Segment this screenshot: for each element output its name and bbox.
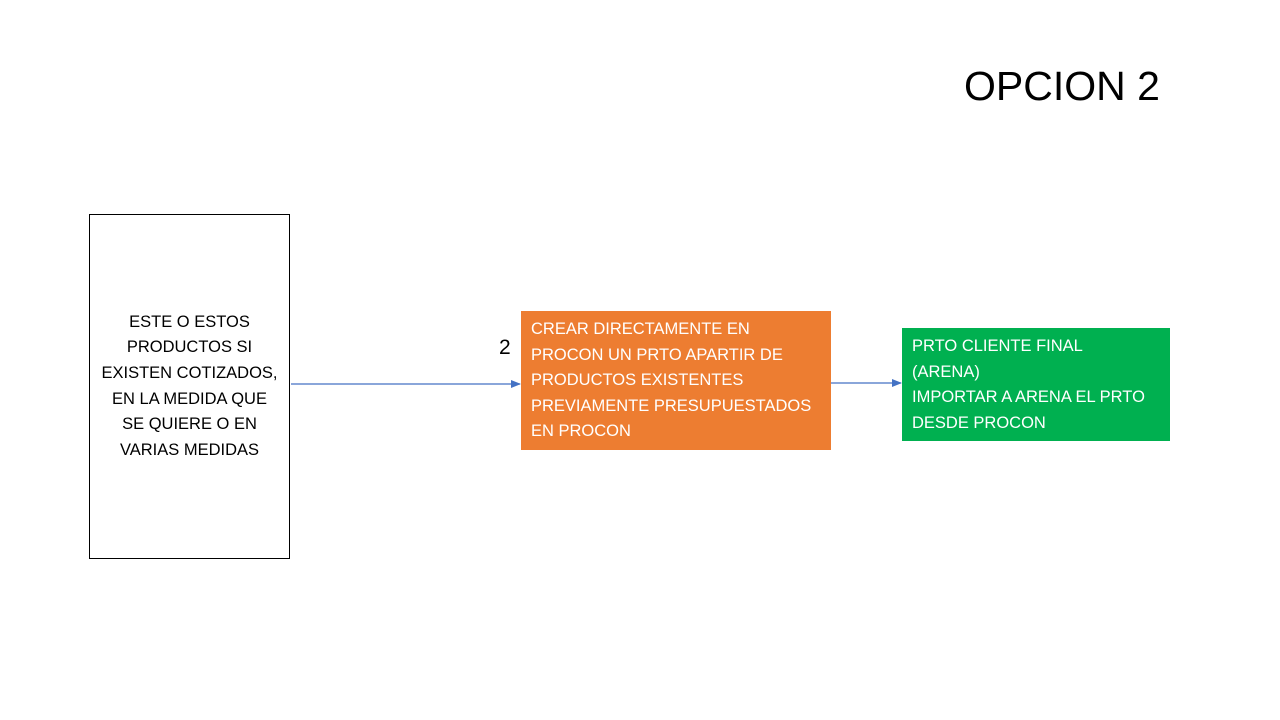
create-budget-line: PROCON UN PRTO APARTIR DE [531,345,783,364]
step-number-label: 2 [499,336,511,359]
final-client-budget-line: DESDE PROCON [912,413,1046,432]
final-client-budget-line: (ARENA) [912,362,980,381]
existing-products-line: SE QUIERE O EN [122,415,257,434]
final-client-budget-line: PRTO CLIENTE FINAL [912,337,1083,355]
existing-products-text: ESTE O ESTOS PRODUCTOS SI EXISTEN COTIZA… [95,310,285,464]
create-budget-line: PRODUCTOS EXISTENTES [531,371,744,390]
final-client-budget-box: PRTO CLIENTE FINAL (ARENA) IMPORTAR A AR… [902,328,1170,441]
create-budget-box: CREAR DIRECTAMENTE EN PROCON UN PRTO APA… [521,311,831,450]
create-budget-line: EN PROCON [531,422,631,441]
existing-products-line: EN LA MEDIDA QUE [112,389,267,408]
existing-products-line: PRODUCTOS SI [126,338,253,357]
existing-products-line: ESTE O ESTOS [129,312,250,331]
existing-products-line: EXISTEN COTIZADOS, [101,363,278,382]
existing-products-box: ESTE O ESTOS PRODUCTOS SI EXISTEN COTIZA… [89,214,290,559]
create-budget-line: PREVIAMENTE PRESUPUESTADOS [531,396,812,415]
existing-products-line: VARIAS MEDIDAS [119,440,260,459]
slide-title: OPCION 2 [964,63,1160,109]
final-client-budget-text: PRTO CLIENTE FINAL (ARENA) IMPORTAR A AR… [912,334,1162,436]
create-budget-line: CREAR DIRECTAMENTE EN [531,320,750,338]
final-client-budget-line: IMPORTAR A ARENA EL PRTO [912,388,1145,407]
create-budget-text: CREAR DIRECTAMENTE EN PROCON UN PRTO APA… [531,317,823,445]
